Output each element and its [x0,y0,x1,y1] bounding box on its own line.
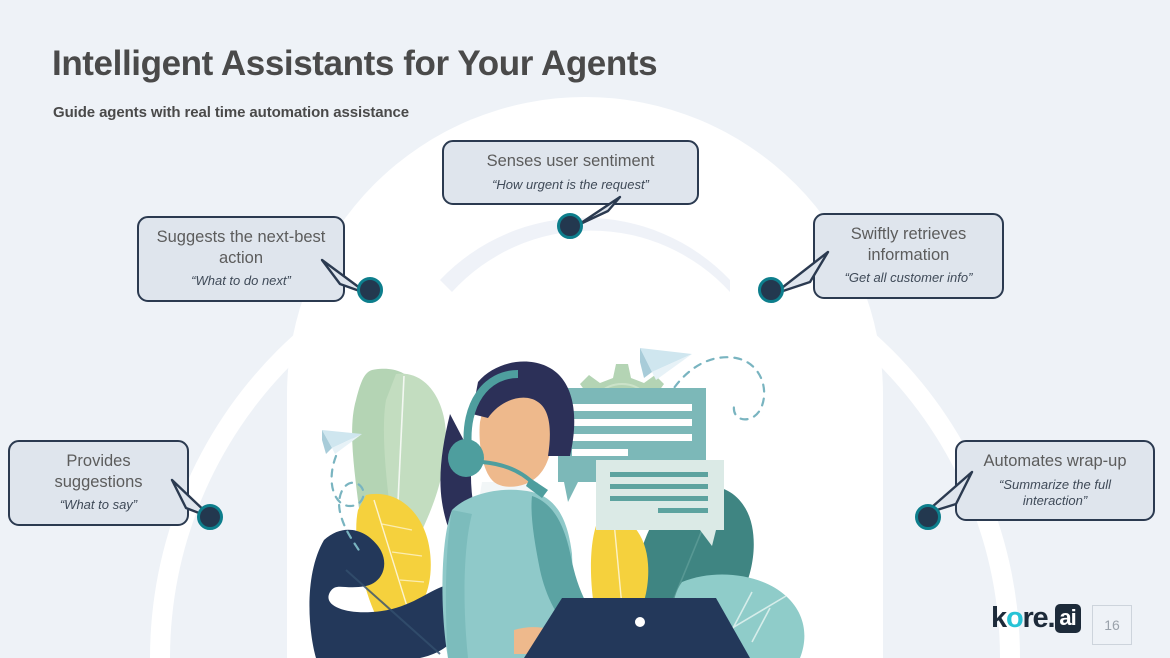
callout-title: Automates wrap-up [983,452,1127,470]
callout-tail-swiftly [772,250,830,296]
callout-swiftly-retrieves-information[interactable]: Swiftly retrieves information “Get all c… [813,213,1004,299]
agent-illustration [309,348,805,658]
callout-tail-suggests [320,258,370,296]
headset-mic-tip [526,478,548,498]
kore-ai-logo: kore. ai [991,604,1081,633]
blob-navy-vein [345,569,441,655]
callout-quote: “Summarize the full interaction” [999,476,1111,508]
callout-title: Provides suggestions [54,452,143,491]
leaf-yellow-vein [373,499,411,617]
callout-quote: “What to do next” [191,273,291,289]
callout-title: Senses user sentiment [486,152,655,170]
hair-top [472,361,575,456]
dashed-swirl-left [330,454,365,554]
body-shade [445,510,472,658]
dome-inner-highlight [440,217,730,292]
paper-plane-icon-large [640,348,692,380]
blob-navy [309,529,470,658]
callout-title: Suggests the next-best action [156,228,326,267]
headset-earcup [448,439,484,477]
bubble-line [572,419,692,426]
page-number: 16 [1092,605,1132,645]
callout-automates-wrap-up[interactable]: Automates wrap-up “Summarize the full in… [955,440,1155,522]
logo-ai-badge: ai [1055,604,1081,633]
callout-senses-user-sentiment[interactable]: Senses user sentiment “How urgent is the… [442,140,699,205]
bubble-line [610,484,708,489]
paper-plane-icon-small [322,430,362,454]
page-title: Intelligent Assistants for Your Agents [52,44,658,83]
callout-quote: “Get all customer info” [844,270,973,286]
arm-shadow [531,496,616,650]
leaf-yellow-vein-b [381,523,425,583]
callout-suggests-next-best-action[interactable]: Suggests the next-best action “What to d… [137,216,345,302]
bubble-line [610,496,708,501]
callout-tail-senses [576,195,622,227]
anchor-dot-suggests[interactable] [357,277,383,303]
headset-band [463,370,519,449]
anchor-dot-automates[interactable] [915,504,941,530]
callout-tail-automates [922,470,974,516]
dashed-swirl-right [650,356,766,440]
callout-quote: “How urgent is the request” [492,176,649,192]
chat-bubble-mint [596,460,724,546]
callout-provides-suggestions[interactable]: Provides suggestions “What to say” [8,440,189,526]
leaf-yellow [356,493,431,620]
laptop [524,598,750,658]
bubble-line [658,508,708,513]
logo-k: k [991,602,1007,634]
anchor-dot-senses[interactable] [557,213,583,239]
bubble-line [572,404,692,411]
logo-wordmark: kore. [991,602,1056,634]
agent-person [440,361,616,658]
callout-title: Swiftly retrieves information [850,225,967,264]
page-subtitle: Guide agents with real time automation a… [53,104,410,121]
logo-re: re. [1022,602,1055,634]
anchor-dot-provides[interactable] [197,504,223,530]
callout-quote: “What to say” [59,497,138,513]
bubble-line [610,472,708,477]
bubble-line [572,434,692,441]
laptop-camera-dot [635,617,645,627]
bubble-line [572,449,628,456]
logo-o: o [1005,602,1024,634]
anchor-dot-swiftly[interactable] [758,277,784,303]
